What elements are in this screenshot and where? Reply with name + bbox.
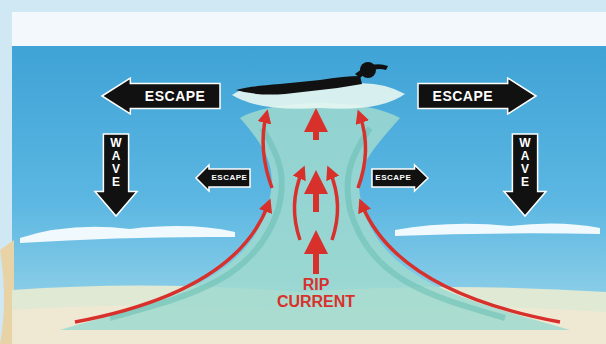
current-streaks	[110, 128, 505, 318]
escape-word: ESCAPE	[212, 173, 248, 183]
arrow-text-area: ESCAPE	[372, 169, 415, 187]
current-label: RIP CURRENT	[272, 276, 360, 310]
wave-word: WAVE	[109, 137, 123, 189]
swimmer-silhouette	[236, 62, 388, 95]
wave-arrow: WAVE	[95, 134, 137, 216]
wave-arrow: WAVE	[504, 134, 546, 216]
wave-crest	[20, 226, 235, 243]
arrow-text-area: WAVE	[512, 134, 537, 191]
escape-arrow: ESCAPE	[418, 78, 536, 114]
escape-arrow: ESCAPE	[102, 78, 220, 114]
sand-edge	[0, 240, 14, 344]
escape-word: ESCAPE	[145, 88, 206, 104]
arrow-body	[102, 78, 220, 114]
arrow-body	[95, 134, 137, 216]
arrow-body	[196, 165, 250, 191]
horizon-band	[12, 12, 606, 46]
arrow-text-area: ESCAPE	[209, 169, 250, 187]
rip-current-zone	[60, 103, 570, 330]
arrow-body	[418, 78, 536, 114]
escape-arrow: ESCAPE	[372, 165, 428, 191]
arrow-text-area: ESCAPE	[418, 83, 508, 108]
current-arrows	[75, 116, 560, 322]
escape-word: ESCAPE	[433, 88, 494, 104]
arrow-text-area: WAVE	[103, 134, 128, 191]
arrow-body	[372, 165, 428, 191]
escape-arrow: ESCAPE	[196, 165, 250, 191]
escape-word: ESCAPE	[375, 173, 411, 183]
wave-crest	[395, 223, 600, 236]
arrow-text-area: ESCAPE	[130, 83, 220, 108]
arrow-body	[504, 134, 546, 216]
wave-word: WAVE	[518, 137, 532, 189]
